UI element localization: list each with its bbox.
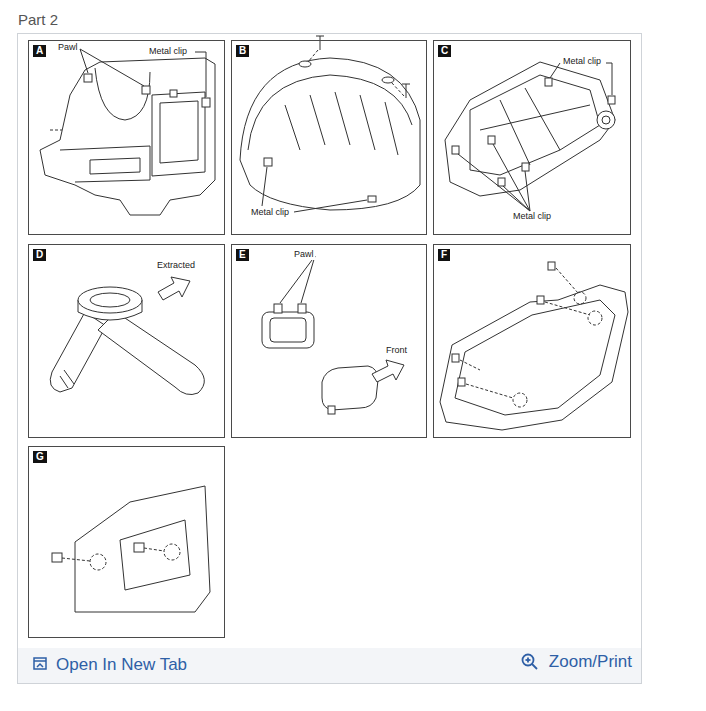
panel-frame: A [28, 40, 225, 235]
panel-letter: C [438, 45, 451, 57]
callout-label: Front [385, 346, 408, 356]
callout-label: Pawl [57, 43, 79, 53]
panel-frame: F [433, 244, 631, 438]
footer-link: Open In New Tab [55, 656, 188, 675]
footer-link: Zoom/Print [548, 653, 633, 672]
panel-letter: D [33, 249, 46, 261]
footer-bar [18, 648, 641, 683]
panel-e-art [262, 256, 404, 414]
panel-letter: E [236, 249, 249, 261]
open-tab-icon [34, 658, 46, 669]
panel-letter: A [33, 45, 46, 57]
zoom-icon [523, 655, 538, 670]
panel-letter: G [33, 451, 47, 463]
panel-frame: G [28, 446, 225, 638]
panel-d-art [50, 277, 204, 395]
panel-letter: B [236, 45, 249, 57]
panel-letter: F [438, 249, 450, 261]
callout-label: Metal clip [250, 208, 290, 218]
callout-label: Pawl [293, 250, 315, 260]
panel-f-art [440, 262, 628, 430]
panel-a-art [40, 49, 215, 215]
panel-g-art [52, 486, 210, 612]
callout-label: Metal clip [148, 47, 188, 57]
panel-c-art [445, 62, 615, 211]
callout-label: Metal clip [512, 212, 552, 222]
panel-frame: B [231, 40, 427, 235]
callout-label: Metal clip [562, 57, 602, 67]
panel-frame: D [28, 244, 225, 438]
panel-b-art [240, 36, 420, 212]
diagram-title: Part 2 [18, 12, 58, 29]
panel-frame: C [433, 40, 631, 235]
outer-frame [18, 34, 642, 684]
panel-frame: E [231, 244, 427, 438]
callout-label: Extracted [156, 261, 196, 271]
